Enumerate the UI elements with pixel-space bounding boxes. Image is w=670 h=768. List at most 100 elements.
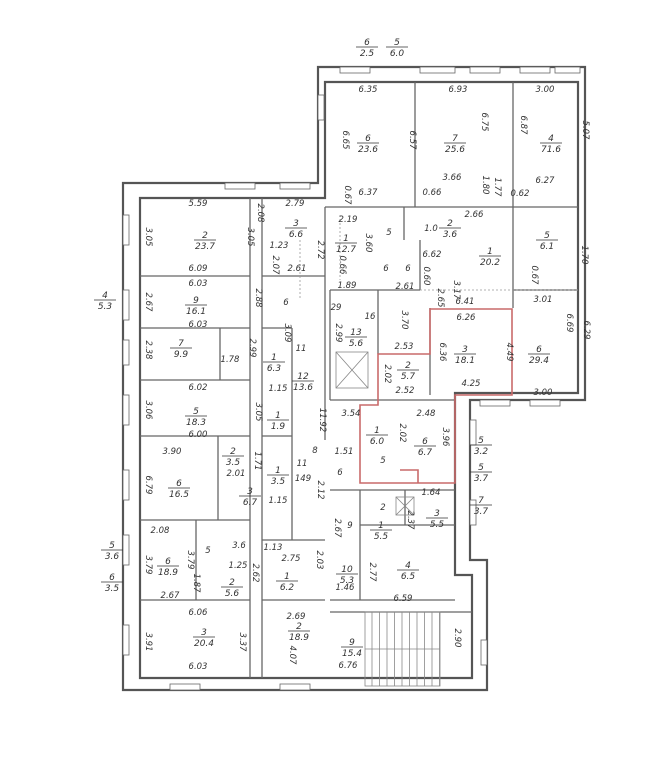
room-label: 11.9 (267, 411, 289, 432)
room-area: 3.7 (474, 507, 489, 517)
dimension-label: 1.77 (492, 178, 502, 198)
room-area: 1.9 (271, 422, 286, 432)
room-label: 56.0 (386, 38, 408, 59)
dimension-label: 3.06 (143, 401, 153, 421)
room-area: 13.6 (293, 383, 313, 393)
dimension-label: 0.67 (529, 266, 539, 286)
room-number: 5 (544, 231, 550, 241)
dimension-label: 149 (295, 474, 311, 484)
room-area: 6.2 (280, 583, 295, 593)
room-number: 5 (394, 38, 400, 48)
room-label: 63.5 (101, 573, 123, 594)
dimension-label: 3.00 (536, 85, 555, 95)
dimension-label: 3.00 (534, 388, 553, 398)
room-area: 5.3 (340, 576, 355, 586)
room-number: 6 (536, 345, 542, 355)
room-area: 25.6 (445, 145, 465, 155)
dimension-label: 5 (386, 228, 391, 238)
room-area: 6.0 (370, 437, 385, 447)
dimension-label: 6.03 (189, 279, 208, 289)
window (554, 66, 581, 74)
dimension-label: 6.75 (479, 113, 489, 132)
room-number: 10 (341, 565, 353, 575)
dimension-label: 6 (283, 298, 289, 308)
dimension-label: 3.01 (534, 295, 553, 305)
dimension-label: 5 (205, 546, 210, 556)
window (122, 214, 130, 246)
dimension-label: 2.99 (333, 324, 343, 343)
room-number: 1 (374, 426, 380, 436)
dimension-label: 1.64 (422, 488, 441, 498)
room-area: 9.9 (174, 350, 189, 360)
room-label: 25.6 (221, 578, 243, 599)
room-number: 2 (296, 622, 302, 632)
room-label: 16.3 (263, 353, 285, 374)
dimension-label: 6.35 (359, 85, 378, 95)
dimension-label: 2.48 (417, 409, 437, 419)
dimension-label: 6.00 (189, 430, 208, 440)
room-number: 6 (109, 573, 115, 583)
dimension-label: 9 (347, 521, 352, 531)
dimension-label: 6.03 (189, 320, 208, 330)
dimension-label: 6.29 (581, 321, 591, 340)
dimension-label: 6.93 (449, 85, 468, 95)
dimension-label: 6.87 (518, 116, 528, 136)
room-label: 623.6 (357, 134, 379, 155)
window (224, 182, 256, 190)
room-label: 25.7 (397, 361, 419, 382)
dimension-label: 2.77 (367, 563, 377, 583)
room-area: 6.7 (418, 448, 433, 458)
dimension-label: 6.69 (564, 314, 574, 333)
room-area: 23.7 (195, 242, 215, 252)
dimension-label: 6.57 (407, 131, 417, 151)
room-label: 120.2 (479, 247, 501, 268)
room-area: 6.7 (243, 498, 258, 508)
room-area: 5.3 (98, 302, 113, 312)
dimension-label: 6.02 (189, 383, 208, 393)
dimension-label: 4.07 (287, 646, 297, 666)
dimension-label: 3.54 (342, 409, 361, 419)
dimension-label: 2.69 (287, 612, 306, 622)
room-area: 5.6 (225, 589, 240, 599)
room-number: 5 (478, 436, 484, 446)
window (480, 639, 488, 666)
dimension-label: 2.61 (396, 282, 415, 292)
room-label: 471.6 (540, 134, 562, 155)
room-label: 223.7 (194, 231, 216, 252)
dimension-label: 1.70 (579, 246, 589, 265)
room-area: 5.6 (349, 339, 364, 349)
window (469, 66, 501, 74)
dimension-label: 2.72 (315, 241, 325, 260)
room-area: 3.7 (474, 474, 489, 484)
room-area: 18.1 (455, 356, 475, 366)
dimension-label: 2.75 (282, 554, 301, 564)
room-area: 20.2 (480, 258, 500, 268)
dimension-label: 3.05 (143, 228, 153, 247)
room-number: 1 (487, 247, 493, 257)
window (419, 66, 456, 74)
dimension-label: 2.65 (435, 289, 445, 308)
dimension-label: 3.37 (237, 633, 247, 653)
dimension-label: 2.66 (465, 210, 485, 220)
room-area: 6.1 (540, 242, 554, 252)
dimension-label: 0.66 (337, 256, 347, 276)
dimension-label: 2.79 (286, 199, 305, 209)
dimension-label: 1.80 (480, 176, 490, 195)
room-number: 1 (343, 234, 349, 244)
stairs (364, 611, 441, 687)
room-number: 1 (275, 411, 281, 421)
dimension-label: 3.05 (245, 228, 255, 247)
room-area: 3.6 (105, 552, 120, 562)
room-label: 915.4 (341, 638, 363, 659)
room-label: 135.6 (345, 328, 367, 349)
dimension-label: 0.67 (342, 186, 352, 206)
room-area: 29.4 (529, 356, 549, 366)
room-label: 320.4 (193, 628, 215, 649)
dimension-label: 1.71 (252, 452, 262, 471)
room-area: 3.6 (443, 230, 458, 240)
dimension-label: 6.06 (189, 608, 209, 618)
room-area: 6.5 (401, 572, 416, 582)
room-area: 2.5 (360, 49, 375, 59)
